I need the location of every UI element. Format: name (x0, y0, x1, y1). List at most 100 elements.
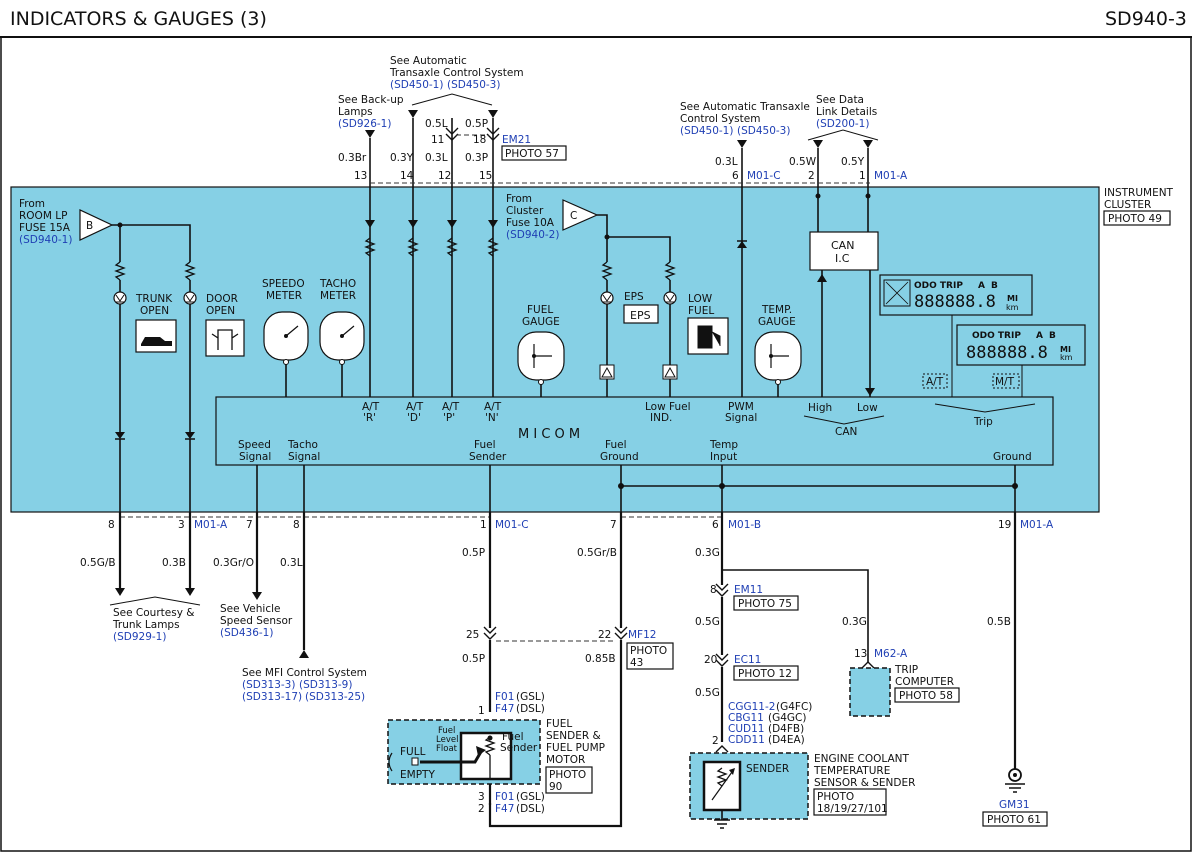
ect-sender-label: SENDER (746, 763, 789, 775)
conn-f47a[interactable]: F47 (495, 703, 514, 715)
pin-18: 18 (473, 134, 486, 146)
conn-f01a[interactable]: F01 (495, 691, 514, 703)
ec11-photo: PHOTO 12 (738, 668, 792, 680)
fuel-level-float-3: Float (436, 744, 458, 754)
mf12-photo-1: PHOTO (630, 645, 667, 657)
ref-mfi-code-3[interactable]: (SD313-17) (242, 691, 302, 703)
ref-atcs-right-code-2[interactable]: (SD450-3) (737, 125, 790, 137)
conn-em21[interactable]: EM21 (502, 134, 531, 146)
ref-backup-2: Lamps (338, 106, 373, 118)
conn-m01a-top[interactable]: M01-A (874, 170, 908, 182)
ground-gm31-icon (1005, 768, 1025, 793)
pin-1-fuel: 1 (478, 705, 485, 717)
from-cluster-3: Fuse 10A (506, 217, 555, 229)
odo-display-mt: ODO TRIP A B 888888.8 MI km (956, 324, 1086, 366)
ref-atcs-right-code-1[interactable]: (SD450-1) (680, 125, 733, 137)
odo-display-at: ODO TRIP A B 888888.8 MI km (879, 274, 1033, 316)
ref-atcs-top-1: See Automatic (390, 55, 467, 67)
pin-8c: 8 (710, 584, 717, 596)
ref-atcs-top-code-1[interactable]: (SD450-1) (390, 79, 443, 91)
wire-label-6: 0.3L (715, 156, 738, 168)
micom-trip: Trip (973, 416, 993, 428)
fuel-sender-inner-1: Fuel (502, 731, 524, 743)
fuel-gauge-label-2: GAUGE (522, 316, 560, 328)
ref-mfi-code-1[interactable]: (SD313-3) (242, 679, 295, 691)
pin-3-fuel: 3 (478, 791, 485, 803)
pin-11: 11 (431, 134, 444, 146)
fuel-gauge-icon (517, 331, 565, 381)
page-code: SD940-3 (1105, 8, 1187, 30)
wire-label-13: 0.3Br (338, 152, 367, 164)
conn-cdd11[interactable]: CDD11 (728, 734, 765, 746)
ref-vss-code[interactable]: (SD436-1) (220, 627, 273, 639)
wire-label-1: 0.5Y (841, 156, 865, 168)
ref-backup-code[interactable]: (SD926-1) (338, 118, 391, 130)
ref-courtesy-code[interactable]: (SD929-1) (113, 631, 166, 643)
gm31-photo: PHOTO 61 (987, 814, 1041, 826)
conn-m01a-bottom-2[interactable]: M01-A (1020, 519, 1054, 531)
conn-gm31[interactable]: GM31 (999, 799, 1030, 811)
conn-f01a-note: (GSL) (516, 691, 545, 703)
from-room-code[interactable]: (SD940-1) (19, 234, 72, 246)
wire-label-7b: 0.5Gr/B (577, 547, 617, 559)
cluster-label-2: CLUSTER (1104, 199, 1151, 211)
frame (0, 36, 1192, 852)
ect-photo-2: 18/19/27/101 (817, 803, 888, 815)
ref-mfi-code-4[interactable]: (SD313-25) (305, 691, 365, 703)
from-cluster-code[interactable]: (SD940-2) (506, 229, 559, 241)
trip-title-1: TRIP (894, 664, 918, 676)
conn-f01b[interactable]: F01 (495, 791, 514, 803)
pin-13: 13 (354, 170, 367, 182)
conn-ec11[interactable]: EC11 (734, 654, 761, 666)
from-room-1: From (19, 198, 45, 210)
ect-title-2: TEMPERATURE (813, 765, 890, 777)
trunk-label-1: TRUNK (135, 293, 173, 305)
temp-gauge-label-1: TEMP. (761, 304, 792, 316)
trunk-label-2: OPEN (140, 305, 169, 317)
micom-pwm-2: Signal (725, 412, 757, 424)
ref-vss-2: Speed Sensor (220, 615, 293, 627)
pin-20: 20 (704, 654, 717, 666)
trip-computer-box (849, 667, 891, 717)
wire-label-6-bottom: 0.3G (695, 547, 720, 559)
pin-1-top: 1 (859, 170, 866, 182)
ref-dlc-code[interactable]: (SD200-1) (816, 118, 869, 130)
conn-em11[interactable]: EM11 (734, 584, 763, 596)
fuel-gauge-label-1: FUEL (527, 304, 553, 316)
conn-f47b[interactable]: F47 (495, 803, 514, 815)
fuel-sender-photo-2: 90 (549, 781, 562, 793)
ref-courtesy-2: Trunk Lamps (112, 619, 180, 631)
pin-6-bottom: 6 (712, 519, 719, 531)
conn-m62a[interactable]: M62-A (874, 648, 908, 660)
can-ic-box (809, 231, 879, 271)
odo-at-digits: 888888.8 (914, 292, 996, 312)
conn-m01c-top[interactable]: M01-C (747, 170, 781, 182)
ref-atcs-top-code-2[interactable]: (SD450-3) (447, 79, 500, 91)
conn-cdd11-note: (D4EA) (768, 734, 805, 746)
ref-atcs-top-2: Transaxle Control System (389, 67, 524, 79)
trunk-open-icon (135, 319, 177, 353)
conn-m01c-bottom[interactable]: M01-C (495, 519, 529, 531)
ect-title-1: ENGINE COOLANT (814, 753, 910, 765)
conn-m01a-bottom[interactable]: M01-A (194, 519, 228, 531)
wire-label-25: 0.5P (462, 653, 485, 665)
eps-indicator-text: EPS (630, 309, 651, 322)
conn-m01b[interactable]: M01-B (728, 519, 761, 531)
ref-mfi-code-2[interactable]: (SD313-9) (299, 679, 352, 691)
odo-mt-km: km (1060, 353, 1073, 362)
speedo-label-1: SPEEDO (262, 278, 305, 290)
ref-mfi: See MFI Control System (242, 667, 367, 679)
micom-atd-2: 'D' (407, 412, 421, 424)
conn-cbg11[interactable]: CBG11 (728, 712, 764, 724)
conn-mf12[interactable]: MF12 (628, 629, 656, 641)
fuel-sender-photo-1: PHOTO (549, 769, 586, 781)
from-cluster-1: From (506, 193, 532, 205)
conn-cud11[interactable]: CUD11 (728, 723, 764, 735)
odo-at-km: km (1006, 303, 1019, 312)
conn-cgg11[interactable]: CGG11-2 (728, 701, 775, 713)
pin-6-top: 6 (732, 170, 739, 182)
pin-22: 22 (598, 629, 611, 641)
pin-8b: 8 (293, 519, 300, 531)
fuel-level-float-1: Fuel (438, 726, 455, 736)
